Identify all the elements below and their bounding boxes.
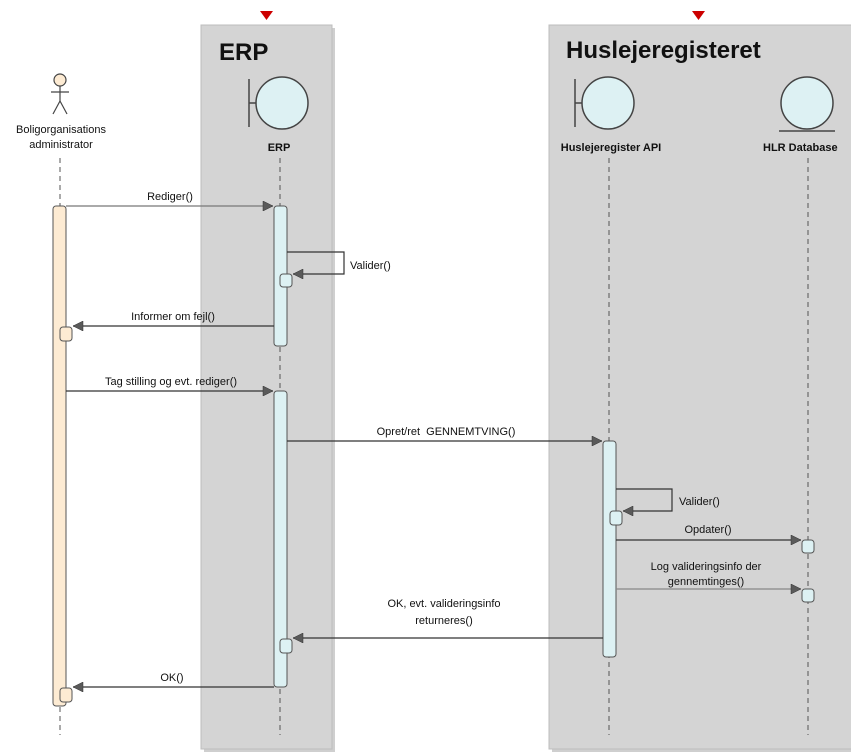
- db-activation-2: [801, 588, 815, 603]
- hlr-marker-icon: [692, 11, 705, 20]
- message-label-ok: OK(): [160, 672, 183, 684]
- message-label-opdater: Opdater(): [684, 524, 731, 536]
- api-lifeline-label: Huslejeregister API: [561, 142, 661, 154]
- actor-label-line2: administrator: [29, 139, 93, 151]
- message-label-ok-valideringsinfo-line2: returneres(): [415, 615, 472, 627]
- erp-activation-nested-2: [279, 638, 293, 654]
- actor-label-line1: Boligorganisations: [16, 124, 106, 136]
- erp-boundary-title: ERP: [219, 39, 268, 66]
- message-arrow-valider-erp: [287, 251, 345, 274]
- actor-activation-nested-2: [59, 687, 73, 703]
- erp-lifeline-label: ERP: [268, 142, 291, 154]
- api-boundary-object-icon: [574, 76, 635, 130]
- message-label-rediger: Rediger(): [147, 191, 193, 203]
- actor-activation-nested-1: [59, 326, 73, 342]
- db-entity-icon: [779, 76, 835, 132]
- api-activation-bar: [602, 440, 617, 658]
- message-label-ok-valideringsinfo-line1: OK, evt. valideringsinfo: [387, 598, 500, 610]
- message-label-valider-erp: Valider(): [350, 260, 391, 272]
- db-activation-1: [801, 539, 815, 554]
- erp-activation-nested-1: [279, 273, 293, 288]
- erp-marker-icon: [260, 11, 273, 20]
- actor-figure-icon: [51, 73, 69, 115]
- hlr-boundary-title: Huslejeregisteret: [566, 37, 761, 64]
- message-label-tag-stilling: Tag stilling og evt. rediger(): [105, 376, 237, 388]
- message-label-valider-api: Valider(): [679, 496, 720, 508]
- db-lifeline-label: HLR Database: [763, 142, 838, 154]
- message-label-opret: Opret/ret GENNEMTVING(): [377, 426, 516, 438]
- message-label-log-line2: gennemtinges(): [668, 576, 744, 588]
- message-label-informer: Informer om fejl(): [131, 311, 215, 323]
- erp-boundary-object-icon: [248, 76, 309, 130]
- hlr-boundary: Huslejeregisteret: [548, 11, 851, 752]
- erp-activation-bar-2: [273, 390, 288, 688]
- actor-activation-bar: [52, 205, 67, 707]
- api-activation-nested: [609, 510, 623, 526]
- message-label-log-line1: Log valideringsinfo der: [651, 561, 762, 573]
- message-arrow-valider-api: [616, 488, 673, 511]
